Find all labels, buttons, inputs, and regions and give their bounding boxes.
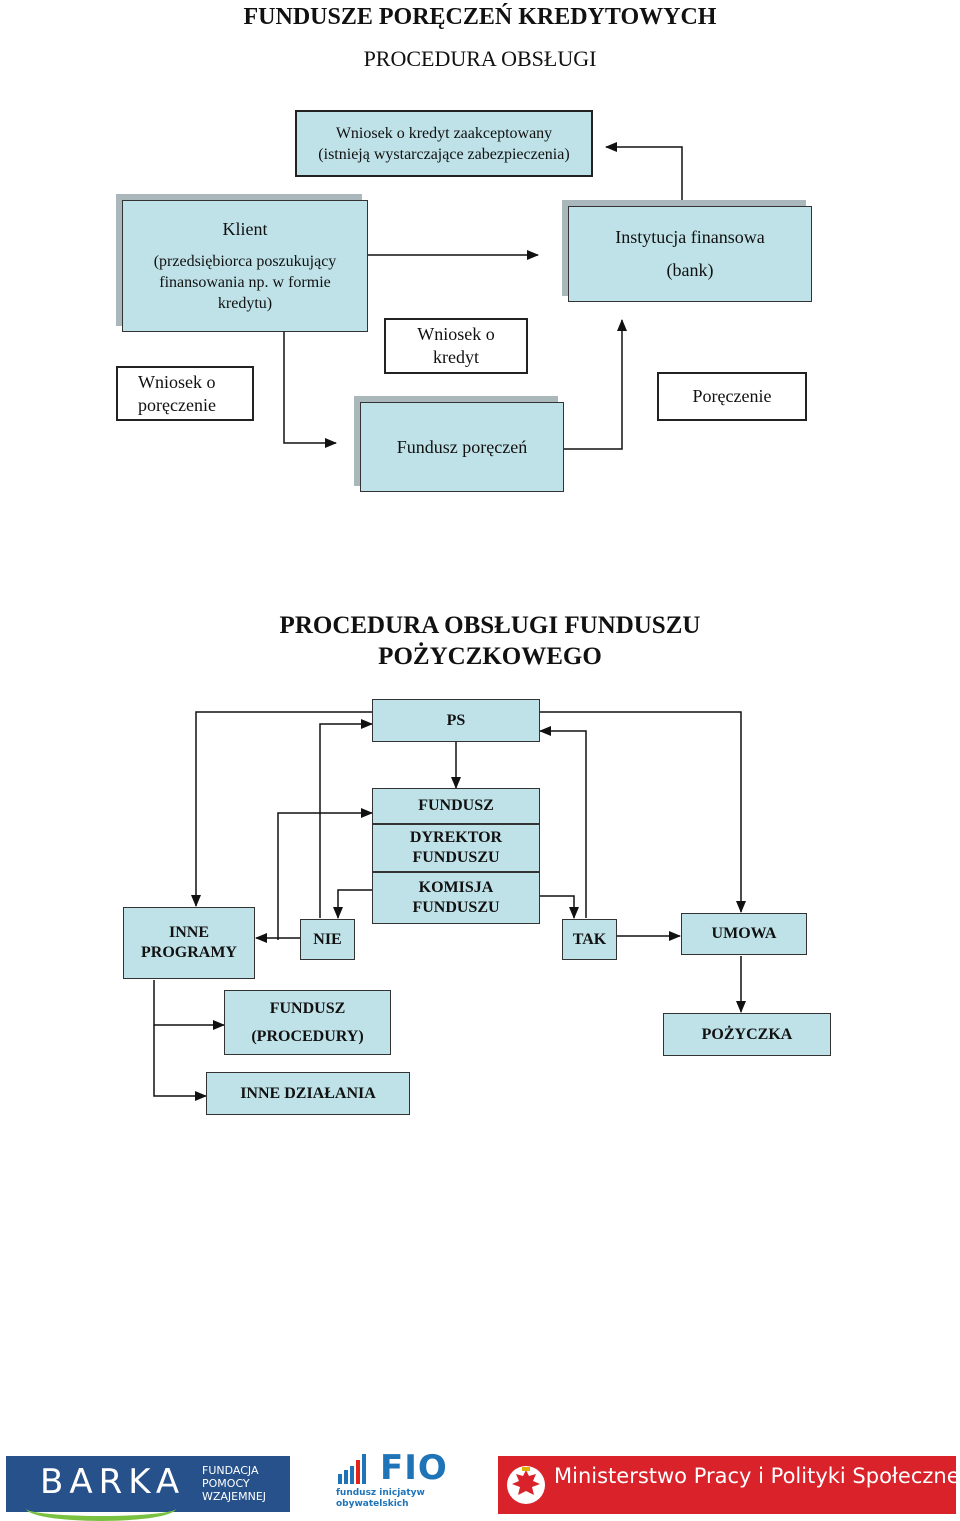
- box-credit-accepted-line1: Wniosek o kredyt zaakceptowany: [335, 124, 553, 142]
- page-subtitle: PROCEDURA OBSŁUGI: [363, 46, 597, 71]
- box-institution-sub: (bank): [666, 260, 714, 280]
- label-guarantee: Poręczenie: [657, 372, 807, 421]
- arrow-fund-to-bank: [564, 319, 627, 450]
- barka-sub-line2: POMOCY: [202, 1477, 250, 1490]
- box-financial-institution: Instytucja finansowa (bank): [568, 206, 812, 302]
- box-dyrektor: DYREKTOR FUNDUSZU: [372, 824, 540, 872]
- box-pozyczka-text: POŻYCZKA: [701, 1025, 793, 1043]
- label-guarantee-request-line1: Wniosek o: [138, 371, 216, 392]
- box-inne-programy: INNE PROGRAMY: [123, 907, 255, 979]
- box-client: Klient (przedsiębiorca poszukujący finan…: [122, 200, 368, 332]
- line-ps-to-inne: [191, 711, 372, 907]
- fio-sub-line1: fundusz inicjatyw: [336, 1488, 425, 1498]
- box-credit-accepted-line2: (istnieją wystarczające zabezpieczenia): [318, 145, 570, 163]
- box-client-line3: kredytu): [217, 295, 273, 312]
- barka-logo-subtitle: FUNDACJA POMOCY WZAJEMNEJ: [202, 1464, 266, 1503]
- label-guarantee-text: Poręczenie: [692, 386, 772, 406]
- fio-logo: FIO fundusz inicjatyw obywatelskich: [334, 1448, 454, 1514]
- arrow-to-ps-from-tak: [539, 726, 587, 918]
- label-credit-request-line1: Wniosek o: [417, 324, 495, 344]
- box-komisja-line2: FUNDUSZU: [412, 899, 500, 916]
- ministry-logo: Ministerstwo Pracy i Polityki Społecznej: [498, 1456, 960, 1514]
- barka-logo: BARKA FUNDACJA POMOCY WZAJEMNEJ: [6, 1456, 290, 1521]
- box-client-line2: finansowania np. w formie: [159, 274, 331, 291]
- section2-title-line1: PROCEDURA OBSŁUGI FUNDUSZU: [279, 612, 701, 639]
- arrow-inne-to-dzialania: [153, 1025, 207, 1101]
- box-guarantee-fund: Fundusz poręczeń: [360, 402, 564, 492]
- box-fundusz: FUNDUSZ: [372, 788, 540, 824]
- box-tak-text: TAK: [572, 930, 607, 948]
- fio-logo-wordmark: FIO: [380, 1448, 448, 1488]
- ministry-logo-text: Ministerstwo Pracy i Polityki Społecznej: [554, 1464, 960, 1488]
- box-komisja: KOMISJA FUNDUSZU: [372, 872, 540, 924]
- box-inne-programy-line1: INNE: [168, 924, 209, 941]
- box-komisja-line1: KOMISJA: [418, 879, 494, 896]
- box-fundusz-procedury: FUNDUSZ (PROCEDURY): [224, 990, 391, 1055]
- polish-eagle-icon: [507, 1466, 545, 1504]
- box-umowa: UMOWA: [681, 913, 807, 955]
- barka-swoosh-icon: [26, 1496, 176, 1521]
- box-pozyczka: POŻYCZKA: [663, 1013, 831, 1056]
- page-title: FUNDUSZE PORĘCZEŃ KREDYTOWYCH: [243, 4, 717, 30]
- box-fundusz-text: FUNDUSZ: [418, 797, 494, 814]
- box-nie: NIE: [300, 919, 355, 960]
- box-inne-dzialania: INNE DZIAŁANIA: [206, 1072, 410, 1115]
- label-guarantee-request-line2: poręczenie: [138, 394, 216, 415]
- fio-bars-icon: [338, 1454, 366, 1484]
- box-inne-programy-line2: PROGRAMY: [141, 944, 237, 961]
- arrow-komisja-to-nie: [333, 889, 372, 919]
- box-nie-text: NIE: [313, 930, 342, 948]
- arrow-bank-to-accepted: [605, 142, 683, 200]
- label-credit-request: Wniosek o kredyt: [384, 318, 528, 374]
- barka-sub-line3: WZAJEMNEJ: [202, 1490, 267, 1503]
- box-guarantee-fund-text: Fundusz poręczeń: [396, 436, 528, 457]
- box-ps: PS: [372, 699, 540, 742]
- box-umowa-text: UMOWA: [711, 925, 777, 942]
- label-guarantee-request: Wniosek o poręczenie: [116, 366, 254, 421]
- arrow-komisja-to-tak: [540, 895, 579, 919]
- box-ps-text: PS: [446, 711, 466, 729]
- box-institution-title: Instytucja finansowa: [615, 227, 765, 247]
- box-client-title: Klient: [222, 219, 268, 239]
- section2-title-line2: POŻYCZKOWEGO: [378, 643, 602, 670]
- line-ps-to-umowa: [540, 711, 746, 913]
- barka-sub-line1: FUNDACJA: [202, 1464, 259, 1477]
- section2-title: PROCEDURA OBSŁUGI FUNDUSZU POŻYCZKOWEGO: [200, 610, 780, 672]
- box-tak: TAK: [562, 919, 617, 960]
- box-dyrektor-line1: DYREKTOR: [409, 829, 503, 846]
- box-client-line1: (przedsiębiorca poszukujący: [153, 253, 337, 270]
- arrow-to-fundusz-from-left: [277, 808, 373, 940]
- box-credit-accepted: Wniosek o kredyt zaakceptowany (istnieją…: [295, 110, 593, 177]
- arrow-inne-to-procedury: [153, 980, 225, 1030]
- fio-logo-subtitle: fundusz inicjatyw obywatelskich: [336, 1488, 454, 1510]
- box-dyrektor-line2: FUNDUSZU: [412, 849, 500, 866]
- arrow-to-ps-from-nie: [319, 719, 373, 918]
- arrow-client-to-fund: [283, 332, 337, 448]
- box-fundusz-procedury-line1: FUNDUSZ: [269, 999, 346, 1017]
- fio-sub-line2: obywatelskich: [336, 1499, 409, 1509]
- box-fundusz-procedury-line2: (PROCEDURY): [251, 1027, 364, 1045]
- box-inne-dzialania-text: INNE DZIAŁANIA: [240, 1084, 376, 1102]
- label-credit-request-line2: kredyt: [433, 347, 479, 367]
